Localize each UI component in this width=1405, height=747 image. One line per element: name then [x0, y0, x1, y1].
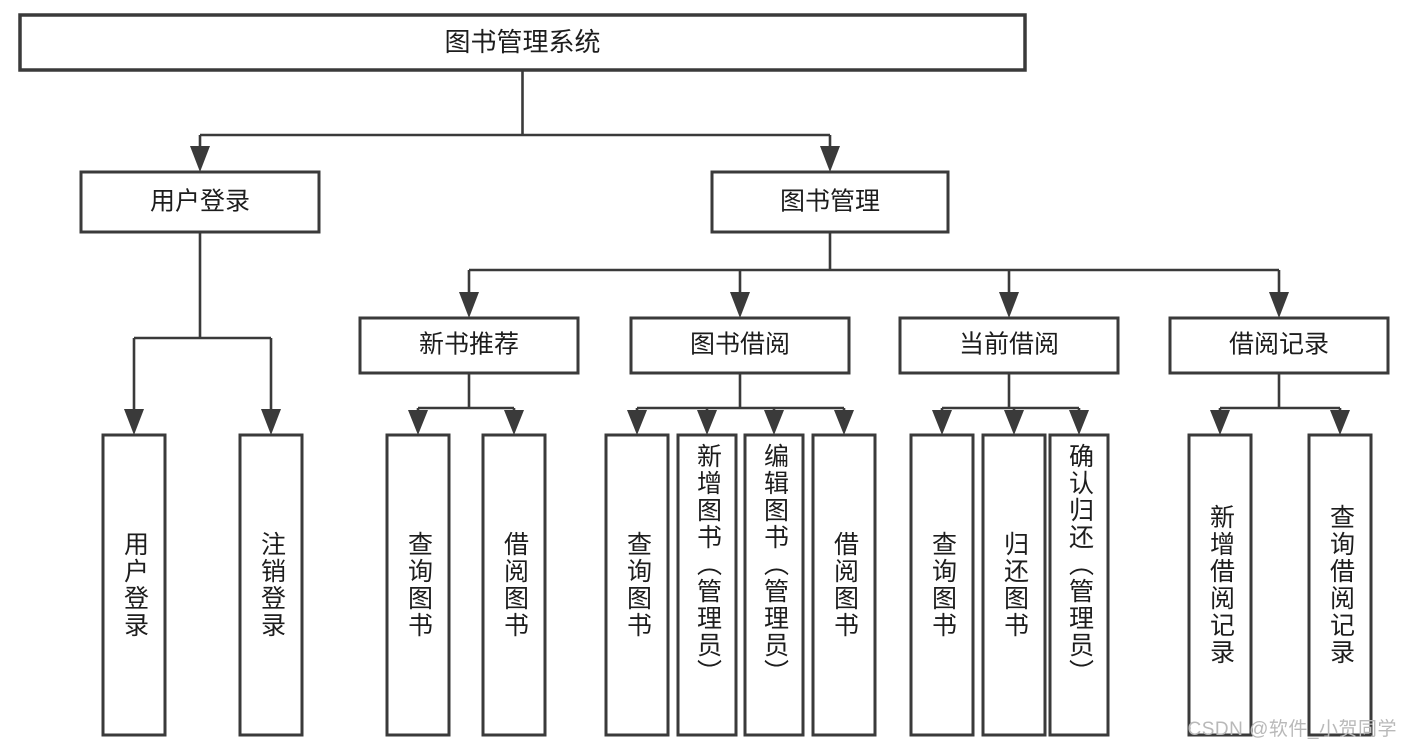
leaf-box-borrow-book-recommend[interactable] [481, 433, 547, 737]
node-book-borrow-box[interactable] [629, 316, 851, 375]
arrowhead-borrow-record [1269, 292, 1289, 318]
arrowhead-leaf-borrow-book-recommend [504, 410, 524, 435]
node-book-management[interactable]: 图书管理 [710, 170, 950, 234]
node-borrow-record[interactable]: 借阅记录 [1168, 316, 1390, 375]
arrowhead-leaf-borrow-book [834, 410, 854, 435]
node-book-management-box[interactable] [710, 170, 950, 234]
node-borrow-record-label: 借阅记录 [1229, 331, 1329, 359]
leaf-box-edit-book-admin[interactable] [743, 433, 805, 737]
node-user-login-box[interactable] [79, 170, 321, 234]
arrowhead-user-login [190, 146, 210, 172]
arrowhead-leaf-edit-book-admin [764, 410, 784, 435]
node-root-label: 图书管理系统 [444, 27, 600, 57]
leaf-box-borrow-book[interactable] [811, 433, 877, 737]
node-book-borrow[interactable]: 图书借阅 [629, 316, 851, 375]
leaf-box-confirm-return-admin[interactable] [1048, 433, 1110, 737]
leaf-box-add-borrow-record[interactable] [1187, 433, 1253, 737]
arrowhead-leaf-user-login [124, 409, 144, 435]
arrowhead-leaf-query-book-borrow [627, 410, 647, 435]
leaf-box-query-borrow-record[interactable] [1307, 433, 1373, 737]
node-new-book-recommend-box[interactable] [358, 316, 580, 375]
arrowhead-leaf-confirm-return-admin [1069, 410, 1089, 435]
leaf-box-query-book-borrow[interactable] [604, 433, 670, 737]
arrowhead-leaf-logout-login [261, 409, 281, 435]
node-user-login[interactable]: 用户登录 [79, 170, 321, 234]
arrowhead-leaf-add-book-admin [697, 410, 717, 435]
node-borrow-record-box[interactable] [1168, 316, 1390, 375]
connector-layer [124, 70, 1350, 435]
node-current-borrow-label: 当前借阅 [959, 331, 1059, 359]
leaf-box-layer [101, 433, 1373, 737]
node-root-box[interactable] [18, 13, 1027, 72]
node-current-borrow-box[interactable] [898, 316, 1120, 375]
leaf-box-user-login[interactable] [101, 433, 167, 737]
leaf-box-query-book-current[interactable] [909, 433, 975, 737]
node-current-borrow[interactable]: 当前借阅 [898, 316, 1120, 375]
arrowhead-leaf-add-borrow-record [1210, 410, 1230, 435]
node-book-borrow-label: 图书借阅 [690, 331, 790, 359]
node-new-book-recommend[interactable]: 新书推荐 [358, 316, 580, 375]
node-root[interactable]: 图书管理系统 [18, 13, 1027, 72]
arrowhead-book-borrow [730, 292, 750, 318]
leaf-box-return-book[interactable] [981, 433, 1047, 737]
node-book-management-label: 图书管理 [780, 188, 880, 216]
leaf-box-query-book-recommend[interactable] [385, 433, 451, 737]
leaf-box-add-book-admin[interactable] [676, 433, 738, 737]
arrowhead-leaf-return-book [1004, 410, 1024, 435]
arrowhead-current-borrow [999, 292, 1019, 318]
arrowhead-book-management [820, 146, 840, 172]
leaf-box-logout-login[interactable] [238, 433, 304, 737]
csdn-watermark: CSDN @软件_小贺同学 [1187, 719, 1397, 740]
arrowhead-leaf-query-book-current [932, 410, 952, 435]
arrowhead-leaf-query-borrow-record [1330, 410, 1350, 435]
arrowhead-leaf-query-book-recommend [408, 410, 428, 435]
arrowhead-new-book-recommend [459, 292, 479, 318]
node-user-login-label: 用户登录 [150, 188, 250, 216]
node-new-book-recommend-label: 新书推荐 [419, 331, 519, 359]
